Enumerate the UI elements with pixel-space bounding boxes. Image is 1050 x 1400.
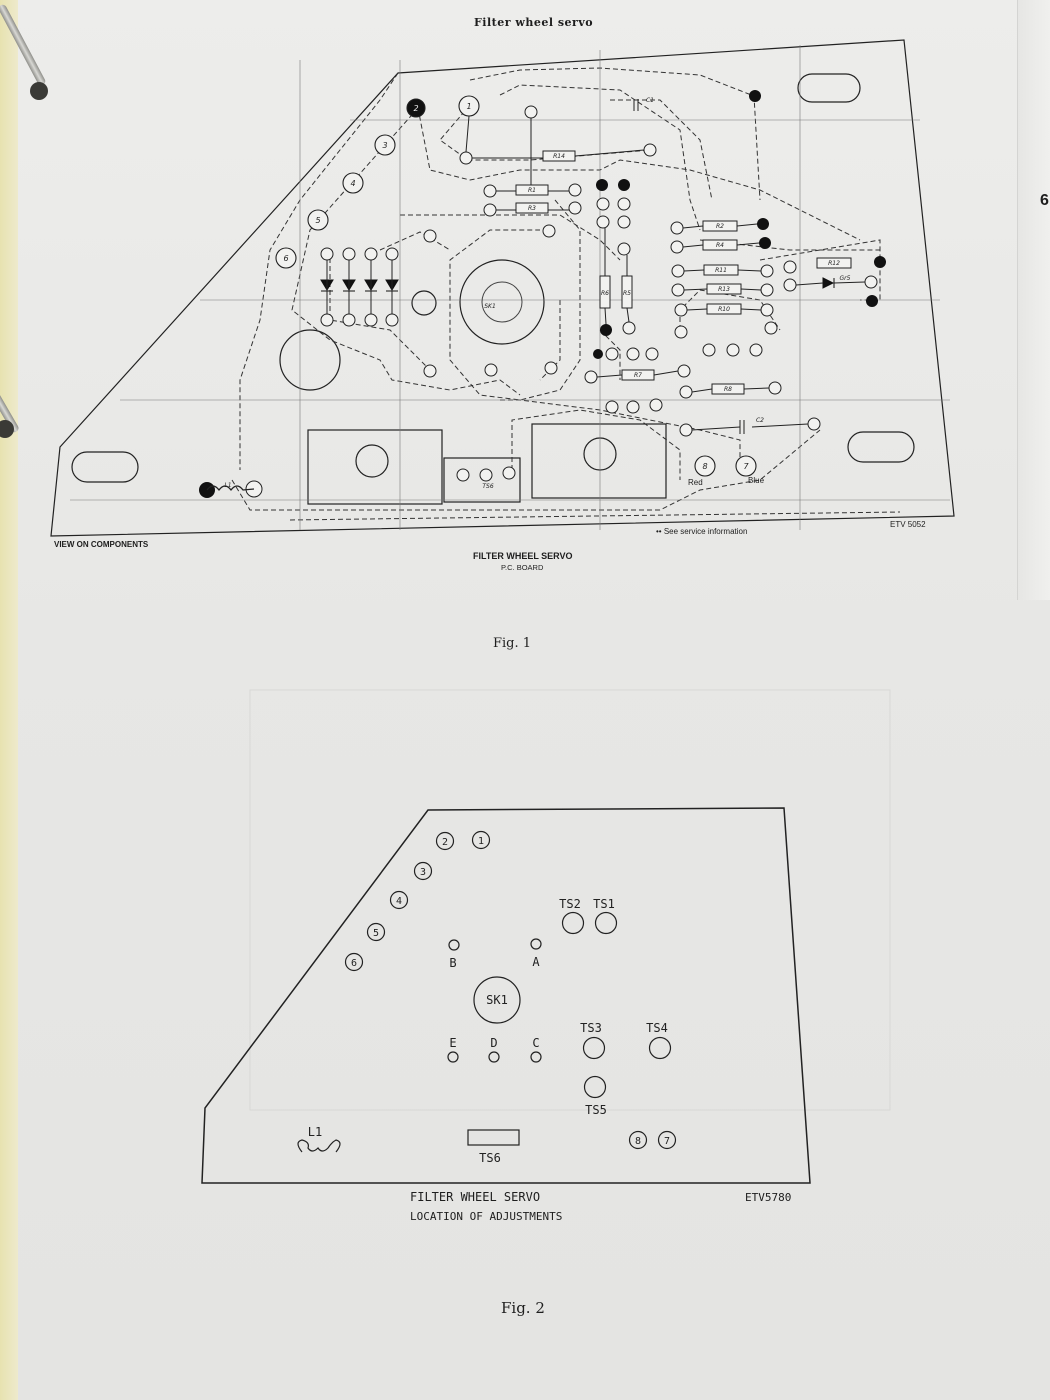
- svg-text:R6: R6: [601, 290, 609, 297]
- svg-text:R2: R2: [716, 223, 724, 230]
- svg-text:SK1: SK1: [484, 303, 496, 310]
- svg-text:L1: L1: [308, 1125, 322, 1139]
- svg-text:TS1: TS1: [593, 897, 615, 911]
- svg-text:R14: R14: [553, 153, 565, 160]
- svg-text:C: C: [532, 1036, 539, 1050]
- fig1-pcb-drawing: 1 2 3 4 5 6 7 8 R14 R1 R3 R2 R4 R11 R13 …: [50, 39, 955, 537]
- svg-text:4: 4: [396, 896, 402, 907]
- board-outline: [201, 807, 811, 1184]
- svg-text:4: 4: [350, 179, 355, 188]
- svg-text:7: 7: [664, 1136, 670, 1147]
- svg-text:TS2: TS2: [559, 897, 581, 911]
- svg-text:TS6: TS6: [479, 1151, 501, 1165]
- svg-text:7: 7: [743, 462, 749, 471]
- svg-text:R10: R10: [718, 306, 730, 313]
- sk1-outline: [459, 259, 545, 345]
- svg-text:R3: R3: [528, 205, 536, 212]
- fig1-drawing-ref: ETV 5052: [890, 520, 926, 529]
- svg-text:TS5: TS5: [585, 1103, 607, 1117]
- fig2-caption-title: FILTER WHEEL SERVO: [410, 1190, 541, 1204]
- binder-divider-edge: [0, 0, 18, 1400]
- next-page-edge: [1017, 0, 1050, 600]
- fig1-label: Fig. 1: [493, 636, 532, 651]
- punch-hole-bottom: [0, 420, 14, 438]
- svg-text:E: E: [449, 1036, 456, 1050]
- punch-hole-top: [30, 82, 48, 100]
- svg-text:5: 5: [315, 216, 320, 225]
- l1-coil: [206, 485, 255, 491]
- pcb-outline: [50, 39, 955, 537]
- fig1-service-note: •• See service information: [656, 527, 748, 536]
- fig1-caption-subtitle: P.C. BOARD: [501, 563, 544, 572]
- fig1-caption-title: FILTER WHEEL SERVO: [473, 551, 573, 561]
- l1-coil-symbol: [297, 1139, 341, 1153]
- svg-text:1: 1: [478, 836, 484, 847]
- svg-text:8: 8: [635, 1136, 641, 1147]
- svg-text:TS3: TS3: [580, 1021, 602, 1035]
- mount-slot-top-right: [797, 73, 861, 103]
- svg-text:2: 2: [413, 104, 418, 113]
- svg-text:8: 8: [702, 462, 707, 471]
- svg-text:6: 6: [351, 958, 357, 969]
- show-through-shadow: [249, 689, 891, 1111]
- svg-text:A: A: [532, 955, 540, 969]
- svg-text:R8: R8: [724, 386, 732, 393]
- fig2-drawing-ref: ETV5780: [745, 1191, 792, 1204]
- svg-text:B: B: [449, 956, 456, 970]
- page-header-title: Filter wheel servo: [474, 16, 594, 29]
- fig1-view-label: VIEW ON COMPONENTS: [54, 540, 149, 549]
- svg-text:R11: R11: [715, 267, 727, 274]
- mount-slot-left: [71, 451, 139, 483]
- fig1-wire-red-label: Red: [688, 478, 703, 487]
- svg-text:Gr5: Gr5: [840, 275, 851, 282]
- svg-text:C1: C1: [646, 97, 654, 104]
- svg-text:6: 6: [283, 254, 288, 263]
- svg-text:3: 3: [382, 141, 387, 150]
- fig2-caption-subtitle: LOCATION OF ADJUSTMENTS: [410, 1210, 563, 1223]
- svg-text:TS6: TS6: [482, 483, 493, 490]
- edge-page-mark: 6: [1040, 192, 1049, 209]
- svg-text:D: D: [490, 1036, 497, 1050]
- svg-text:1: 1: [466, 102, 471, 111]
- svg-text:C2: C2: [756, 417, 764, 424]
- svg-text:SK1: SK1: [486, 993, 508, 1007]
- svg-text:R4: R4: [716, 242, 724, 249]
- svg-text:R7: R7: [634, 372, 642, 379]
- svg-text:TS4: TS4: [646, 1021, 668, 1035]
- mount-hole-large: [279, 329, 341, 391]
- svg-text:R1: R1: [528, 187, 536, 194]
- fig2-label: Fig. 2: [501, 1299, 545, 1317]
- svg-text:5: 5: [373, 928, 379, 939]
- svg-text:3: 3: [420, 867, 426, 878]
- svg-text:R12: R12: [828, 260, 840, 267]
- svg-text:R13: R13: [718, 286, 730, 293]
- svg-text:2: 2: [442, 837, 448, 848]
- mount-slot-bottom-right: [847, 431, 915, 463]
- svg-text:L1: L1: [224, 482, 231, 489]
- svg-text:R5: R5: [623, 290, 631, 297]
- fig1-wire-blue-label: Blue: [748, 476, 765, 485]
